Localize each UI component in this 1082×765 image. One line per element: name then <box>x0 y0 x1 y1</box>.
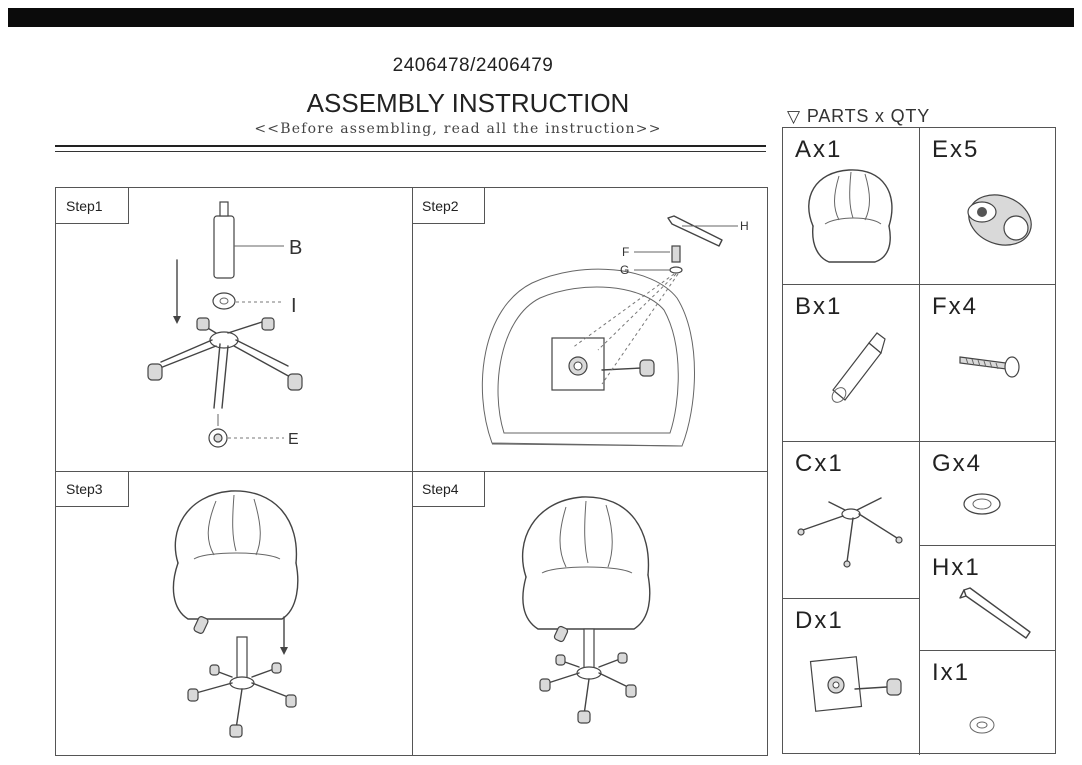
step-2-illustration: F G H <box>481 215 749 447</box>
step-4-illustration <box>521 496 651 724</box>
part-label-h: Hx1 <box>932 554 981 581</box>
part-cell-a: Ax1 <box>783 128 920 285</box>
part-label-g: Gx4 <box>932 450 983 477</box>
part-label-f: Fx4 <box>932 293 979 320</box>
ring-icon <box>969 716 995 734</box>
triangle-down-icon: ▽ <box>787 107 801 126</box>
part-label-d: Dx1 <box>795 607 844 634</box>
step-3-label: Step3 <box>56 471 129 507</box>
part-cell-c: Cx1 <box>783 442 920 599</box>
callout-i: I <box>291 295 297 317</box>
document-subtitle: <<Before assembling, read all the instru… <box>254 121 662 137</box>
seat-icon <box>808 169 893 263</box>
callout-g: G <box>620 263 629 277</box>
grid-divider-horizontal <box>56 471 767 472</box>
parts-header-label: PARTS x QTY <box>806 106 931 126</box>
star-base-icon <box>797 497 903 568</box>
callout-h: H <box>740 219 749 233</box>
callout-f: F <box>622 245 629 259</box>
part-cell-g: Gx4 <box>920 442 1055 546</box>
step-3-panel: Step3 <box>56 471 412 755</box>
part-label-i: Ix1 <box>932 659 971 686</box>
callout-b: B <box>289 237 302 259</box>
steps-grid: Step1 B <box>55 187 768 756</box>
part-label-e: Ex5 <box>932 136 980 163</box>
title-rule-thin <box>55 151 766 152</box>
part-cell-i: Ix1 <box>920 651 1055 755</box>
part-label-b: Bx1 <box>795 293 843 320</box>
gas-cylinder-icon <box>831 332 886 403</box>
mechanism-plate-icon <box>809 656 902 712</box>
model-numbers: 2406478/2406479 <box>392 55 554 76</box>
washer-icon <box>963 493 1001 515</box>
step-1-illustration: B I E <box>147 201 303 448</box>
title-rule-thick <box>55 145 766 147</box>
part-cell-d: Dx1 <box>783 599 920 755</box>
step-4-label: Step4 <box>412 471 485 507</box>
step-3-illustration <box>172 490 299 738</box>
callout-e: E <box>288 431 299 448</box>
caster-wheel-icon <box>967 194 1032 246</box>
step-1-label: Step1 <box>56 188 129 224</box>
parts-header: ▽ PARTS x QTY <box>787 106 930 127</box>
document-title: ASSEMBLY INSTRUCTION <box>306 88 630 118</box>
parts-table: Ax1 Bx1 Cx1 Dx1 <box>782 127 1056 755</box>
part-cell-e: Ex5 <box>920 128 1055 285</box>
step-4-panel: Step4 <box>412 471 767 755</box>
allen-key-icon <box>959 587 1031 639</box>
part-cell-f: Fx4 <box>920 285 1055 442</box>
step-1-panel: Step1 B <box>56 188 412 471</box>
step-2-label: Step2 <box>412 188 485 224</box>
top-black-bar <box>8 8 1074 27</box>
part-label-c: Cx1 <box>795 450 844 477</box>
part-cell-h: Hx1 <box>920 546 1055 651</box>
step-2-panel: Step2 F G H <box>412 188 767 471</box>
part-label-a: Ax1 <box>795 136 843 163</box>
screw-icon <box>959 356 1020 378</box>
part-cell-b: Bx1 <box>783 285 920 442</box>
